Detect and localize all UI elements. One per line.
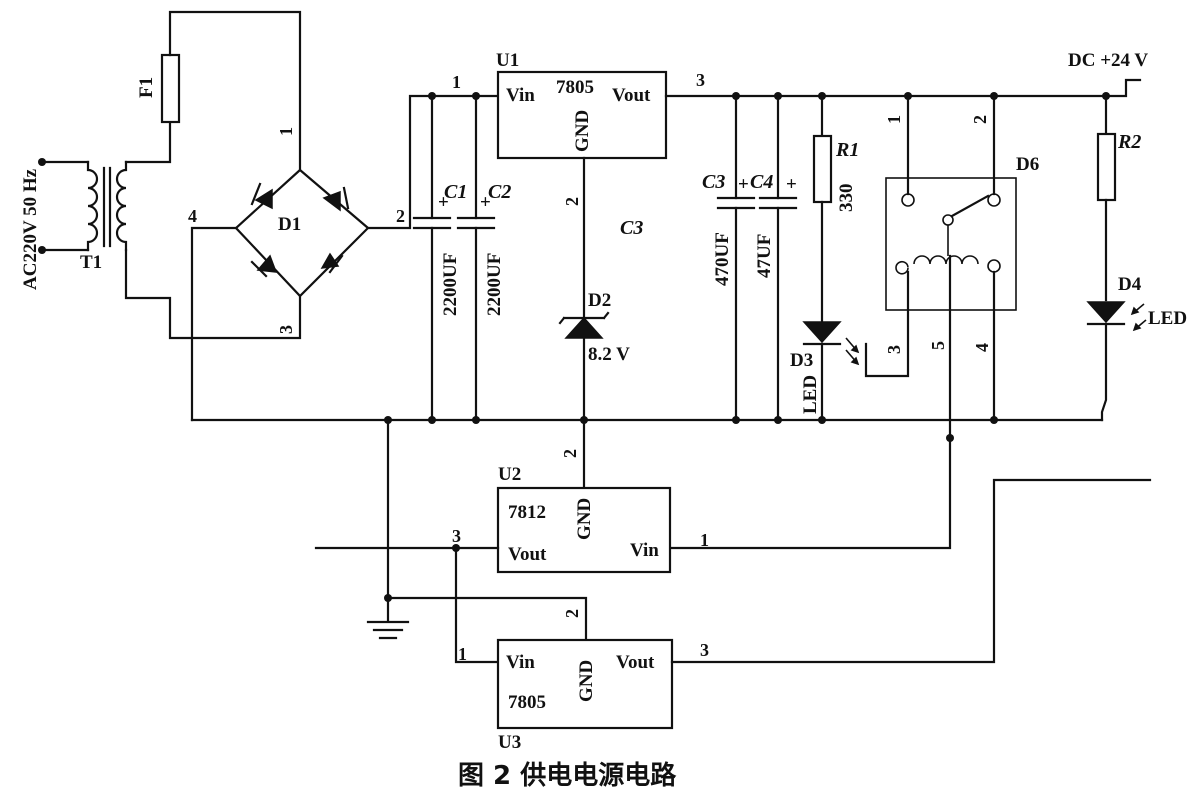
r2-label: R2	[1117, 131, 1141, 153]
d4-label: D4	[1118, 274, 1142, 295]
c3-value: 470UF	[712, 232, 733, 286]
d3-type: LED	[800, 375, 821, 414]
bridge-rectifier-d1	[234, 168, 370, 298]
bridge-pin-3: 3	[276, 325, 296, 334]
fuse-label: F1	[136, 77, 157, 98]
fuse-f1	[160, 53, 181, 124]
relay-pin-4: 4	[972, 343, 992, 352]
u3-name: U3	[498, 732, 521, 753]
c4-label: C4	[750, 171, 773, 193]
relay-label: D6	[1016, 154, 1039, 175]
u2-pin-2: 2	[560, 449, 580, 458]
d3-label: D3	[790, 350, 813, 371]
u2-name: U2	[498, 464, 521, 485]
u1-pin-1: 1	[452, 72, 461, 92]
c2-label: C2	[488, 181, 511, 203]
u3-part: 7805	[508, 692, 546, 713]
resistor-r1	[812, 134, 833, 204]
u3-vout-label: Vout	[616, 652, 655, 673]
d4-type: LED	[1148, 308, 1187, 329]
resistor-r2	[1096, 132, 1117, 202]
u1-part: 7805	[556, 77, 594, 98]
led-d4	[1086, 301, 1147, 332]
bridge-pin-2: 2	[396, 206, 405, 226]
r1-label: R1	[835, 139, 859, 161]
u3-pin-2: 2	[562, 609, 582, 618]
u2-vout-label: Vout	[508, 544, 547, 565]
u2-part: 7812	[508, 502, 546, 523]
relay-pin-1: 1	[884, 115, 904, 124]
c1-value: 2200UF	[440, 253, 461, 316]
c2-value: 2200UF	[484, 253, 505, 316]
c3-floating-label: C3	[620, 217, 643, 239]
regulator-u2: U2 7812 GND Vout Vin	[496, 464, 672, 574]
led-d3	[802, 321, 860, 366]
regulator-u1: U1 Vin 7805 Vout GND	[496, 50, 668, 160]
u2-pin-3: 3	[452, 526, 461, 546]
dc-output-label: DC +24 V	[1068, 50, 1148, 71]
u3-pin-1: 1	[458, 644, 467, 664]
transformer-label: T1	[80, 252, 102, 273]
bridge-pin-4: 4	[188, 206, 197, 226]
c1-label: C1	[444, 181, 467, 203]
u3-pin-3: 3	[700, 640, 709, 660]
c2-plus: +	[480, 192, 491, 213]
c3-plus: +	[738, 174, 749, 195]
ac-source-label: AC220V 50 Hz	[20, 168, 41, 290]
ground-symbol	[366, 620, 410, 640]
relay-pin-2: 2	[970, 115, 990, 124]
bridge-label: D1	[278, 214, 301, 235]
u1-pin-3: 3	[696, 70, 705, 90]
u2-pin-1: 1	[700, 530, 709, 550]
u1-name: U1	[496, 50, 519, 71]
r1-value: 330	[836, 184, 857, 213]
u1-vout-label: Vout	[612, 85, 651, 106]
capacitor-c3	[716, 94, 756, 422]
capacitor-c1	[412, 94, 452, 422]
c4-plus: +	[786, 174, 797, 195]
u2-gnd-label: GND	[574, 498, 595, 540]
u1-pin-2: 2	[562, 197, 582, 206]
bridge-pin-1: 1	[276, 127, 296, 136]
c4-value: 47UF	[754, 234, 775, 278]
d2-value: 8.2 V	[588, 344, 630, 365]
d2-label: D2	[588, 290, 611, 311]
u2-vin-label: Vin	[630, 540, 659, 561]
figure-caption: 图 2 供电电源电路	[458, 760, 677, 791]
u1-gnd-label: GND	[572, 110, 593, 152]
relay-pin-5: 5	[928, 341, 948, 350]
relay-pin-3: 3	[884, 345, 904, 354]
u3-vin-label: Vin	[506, 652, 535, 673]
capacitor-c4	[758, 94, 798, 422]
transformer-t1	[38, 158, 128, 254]
capacitor-c2	[456, 94, 496, 422]
c3-label: C3	[702, 171, 725, 193]
u1-vin-label: Vin	[506, 85, 535, 106]
regulator-u3: Vin GND Vout 7805 U3	[496, 638, 674, 753]
c1-plus: +	[438, 192, 449, 213]
u3-gnd-label: GND	[576, 660, 597, 702]
